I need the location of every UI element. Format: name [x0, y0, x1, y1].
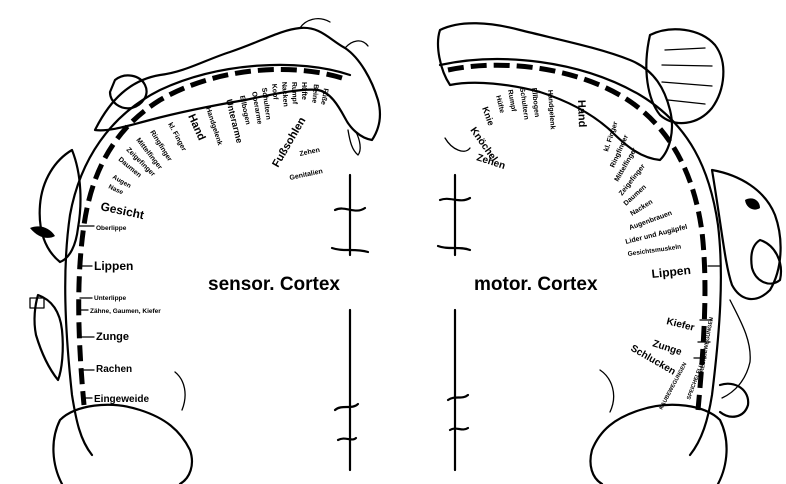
label-unterlippe: Unterlippe	[94, 295, 127, 302]
label-oberlippe: Oberlippe	[96, 225, 127, 232]
label-fusssohlen: Fußsohlen	[270, 115, 308, 169]
sensory-lower-brain	[53, 405, 192, 484]
label-handgelenk-mot: Handgelenk	[546, 90, 556, 130]
motor-hemisphere	[438, 23, 781, 484]
label-handgelenk: Handgelenk	[204, 106, 223, 146]
label-gesichtsmuskeln: Gesichtsmuskeln	[627, 244, 681, 258]
sensory-foot-detail	[300, 19, 368, 48]
label-zehen-sens: Zehen	[299, 147, 321, 158]
sensory-lip-shape	[30, 226, 55, 238]
label-hand: Hand	[185, 112, 207, 142]
label-kl-finger: kl. Finger	[166, 122, 187, 153]
sensory-cortex-title: sensor. Cortex	[208, 274, 340, 295]
motor-foot-detail	[445, 138, 470, 151]
label-gesicht: Gesicht	[99, 199, 145, 222]
motor-hand-drawing	[646, 29, 723, 123]
sensory-vessel	[175, 372, 185, 410]
motor-cortex-title: motor. Cortex	[474, 274, 598, 295]
label-lippen: Lippen	[94, 259, 133, 273]
motor-finger-lines	[662, 48, 712, 104]
label-kiefer: Kiefer	[665, 316, 695, 334]
motor-lower-brain	[590, 405, 726, 484]
label-schultern-mot: Schultern	[518, 87, 529, 120]
label-zaehne: Zähne, Gaumen, Kiefer	[90, 308, 161, 315]
sensory-lower-notches	[335, 404, 358, 440]
label-sprechbewegungen: SPRECHBEWEGUNGEN	[698, 317, 715, 381]
label-rachen: Rachen	[96, 364, 132, 375]
label-eingeweide: Eingeweide	[94, 394, 149, 405]
label-hand-mot: Hand	[575, 100, 588, 128]
motor-lower-notches	[448, 395, 468, 430]
label-lippen-mot: Lippen	[651, 263, 692, 281]
motor-label-group: Zehen Knöchel Knie Hüfte Rumpf Schultern…	[468, 87, 715, 411]
sensory-face-drawing	[40, 150, 81, 262]
label-rumpf: Rumpf	[290, 82, 298, 105]
label-beine: Beine	[310, 84, 319, 104]
motor-eye	[745, 198, 760, 209]
label-huefte-mot: Hüfte	[494, 95, 505, 114]
label-zunge: Zunge	[96, 331, 129, 343]
motor-vessel	[600, 370, 614, 412]
label-genitalien: Genitalien	[289, 168, 324, 182]
label-knie: Knie	[480, 105, 496, 127]
label-kopf: Kopf	[270, 83, 279, 100]
label-huefte: Hüfte	[300, 82, 307, 100]
motor-throat	[720, 384, 748, 417]
label-nacken: Nacken	[280, 82, 289, 107]
sensory-hand-drawing	[110, 75, 147, 108]
motor-face-drawing	[712, 170, 781, 299]
label-rumpf-mot: Rumpf	[506, 89, 517, 113]
